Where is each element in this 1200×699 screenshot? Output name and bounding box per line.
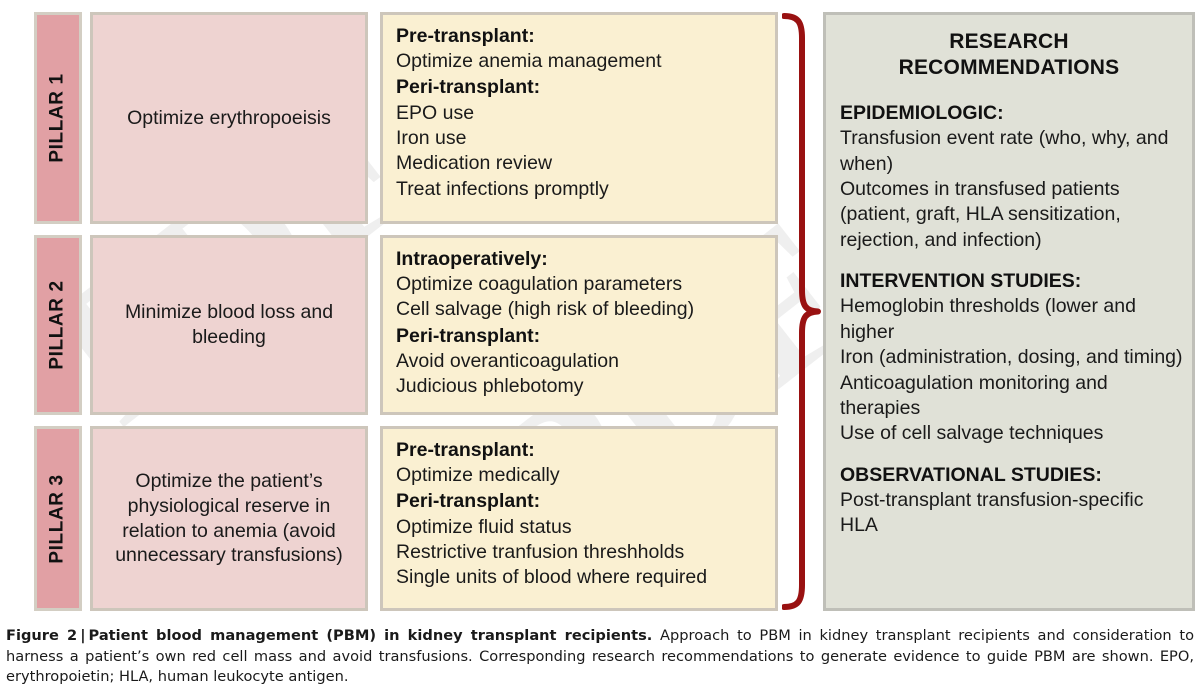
pillar-statement-3: Optimize the patient’s physiological res… <box>115 469 343 567</box>
caption-bold-title: Patient blood management (PBM) in kidney… <box>88 627 653 644</box>
pillar-tab-3-label: PILLAR 3 <box>47 473 69 564</box>
action-item: EPO use <box>396 101 475 124</box>
pillar-row-1: PILLAR 1 Optimize erythropoeisis Pre-tra… <box>0 12 790 224</box>
caption-body: Approach to PBM in kidney transplant rec… <box>6 627 1195 686</box>
research-section-observational-studies: OBSERVATIONAL STUDIES: Post-transplant t… <box>840 463 1186 539</box>
pillar-statement-1: Optimize erythropoeisis <box>127 106 331 129</box>
research-item: Post-transplant transfusion-specific HLA <box>840 488 1144 537</box>
action-item: Medication review <box>396 152 553 175</box>
research-section-intervention-studies: INTERVENTION STUDIES: Hemoglobin thresho… <box>840 269 1186 446</box>
pillar-tab-2-label: PILLAR 2 <box>47 280 69 370</box>
caption-separator: | <box>80 627 86 644</box>
pillar-statement-box-1: Optimize erythropoeisis <box>90 12 368 224</box>
action-heading: Peri-transplant: <box>396 76 541 99</box>
pillar-tab-1-label: PILLAR 1 <box>47 73 69 163</box>
research-item: Iron (administration, dosing, and timing… <box>840 346 1183 369</box>
pillar-actions-box-1: Pre-transplant: Optimize anemia manageme… <box>380 12 778 224</box>
pillar-tab-2: PILLAR 2 <box>34 235 82 415</box>
pillar-row-2: PILLAR 2 Minimize blood loss and bleedin… <box>0 235 790 415</box>
research-item: Hemoglobin thresholds (lower and higher <box>840 295 1136 343</box>
action-item: Restrictive tranfusion threshholds <box>396 540 685 563</box>
action-item: Treat infections promptly <box>396 177 609 200</box>
research-item: Transfusion event rate (who, why, and wh… <box>840 127 1169 175</box>
research-section-heading: OBSERVATIONAL STUDIES: <box>840 463 1102 486</box>
action-item: Iron use <box>396 126 467 149</box>
research-section-heading: INTERVENTION STUDIES: <box>840 270 1082 293</box>
research-item: Anticoagulation monitoring and therapies <box>840 371 1108 419</box>
action-item: Judicious phlebotomy <box>396 375 584 398</box>
research-item: Outcomes in transfused patients (patient… <box>840 178 1121 251</box>
research-panel-title: RESEARCH RECOMMENDATIONS <box>898 30 1120 80</box>
pillar-statement-2: Minimize blood loss and bleeding <box>124 301 334 348</box>
curly-brace-icon <box>782 13 821 610</box>
action-heading: Pre-transplant: <box>396 25 535 47</box>
research-item: Use of cell salvage techniques <box>840 422 1104 445</box>
action-item: Avoid overanticoagulation <box>396 349 619 372</box>
pillar-statement-box-3: Optimize the patient’s physiological res… <box>90 426 368 611</box>
caption-label: Figure 2 <box>6 627 78 644</box>
action-item: Optimize medically <box>396 464 560 487</box>
action-heading: Peri-transplant: <box>396 324 541 347</box>
research-section-heading: EPIDEMIOLOGIC: <box>840 102 1004 125</box>
action-item: Optimize coagulation parameters <box>396 273 683 296</box>
action-item: Cell salvage (high risk of bleeding) <box>396 298 695 321</box>
pillar-actions-box-2: Intraoperatively: Optimize coagulation p… <box>380 235 778 415</box>
action-item: Optimize fluid status <box>396 515 572 538</box>
figure-caption: Figure 2|Patient blood management (PBM) … <box>0 622 1200 688</box>
pillar-tab-1: PILLAR 1 <box>34 12 82 224</box>
pillar-actions-box-3: Pre-transplant: Optimize medically Peri-… <box>380 426 778 611</box>
research-recommendations-panel: RESEARCH RECOMMENDATIONS EPIDEMIOLOGIC: … <box>823 12 1195 611</box>
action-heading: Intraoperatively: <box>396 248 548 270</box>
pillar-statement-box-2: Minimize blood loss and bleeding <box>90 235 368 415</box>
pillar-tab-3: PILLAR 3 <box>34 426 82 611</box>
action-item: Optimize anemia management <box>396 50 662 73</box>
action-heading: Peri-transplant: <box>396 490 541 513</box>
figure-diagram: PILLAR 1 Optimize erythropoeisis Pre-tra… <box>0 12 1195 611</box>
action-item: Single units of blood where required <box>396 566 708 589</box>
action-heading: Pre-transplant: <box>396 439 535 461</box>
research-section-epidemiologic: EPIDEMIOLOGIC: Transfusion event rate (w… <box>840 101 1186 253</box>
pillar-row-3: PILLAR 3 Optimize the patient’s physiolo… <box>0 426 790 611</box>
